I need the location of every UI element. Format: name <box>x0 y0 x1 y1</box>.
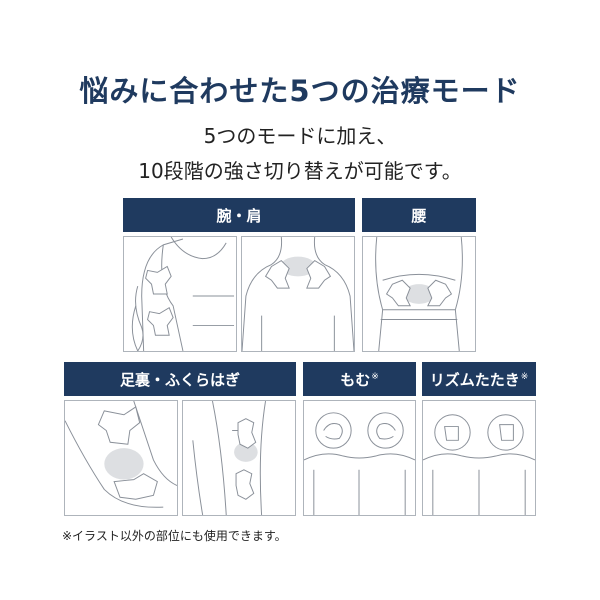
calf-illustration <box>192 401 267 515</box>
page-title: 悩みに合わせた5つの治療モード <box>79 74 521 108</box>
illustration-waist <box>362 236 476 352</box>
shoulder-illustration <box>242 237 354 351</box>
mode-header-momu: もむ※ <box>303 362 416 396</box>
mode-header-rhythm-tataki: リズムたたき※ <box>422 362 536 396</box>
mode-header-waist: 腰 <box>362 198 476 232</box>
footnote: ※イラスト以外の部位にも使用できます。 <box>62 529 287 543</box>
asterisk-mark: ※ <box>371 372 379 382</box>
asterisk-mark: ※ <box>520 372 529 382</box>
mode-label: もむ <box>340 370 371 389</box>
foot-illustration <box>65 401 177 508</box>
mode-header-arm-shoulder: 腕・肩 <box>123 198 355 232</box>
momu-illustration <box>304 412 415 515</box>
illustration-calf <box>182 400 296 516</box>
mode-label: 腰 <box>411 206 427 225</box>
subtitle-line-2: 10段階の強さ切り替えが可能です。 <box>138 159 462 183</box>
mode-header-foot-calf: 足裏・ふくらはぎ <box>64 362 296 396</box>
illustration-arm <box>123 236 237 352</box>
illustration-shoulder <box>241 236 355 352</box>
waist-illustration <box>375 237 463 351</box>
mode-label: リズムたたき <box>429 370 520 389</box>
subtitle-line-1: 5つのモードに加え、 <box>203 124 397 148</box>
illustration-foot <box>64 400 178 516</box>
arm-illustration <box>131 237 235 351</box>
mode-label: 腕・肩 <box>216 206 262 225</box>
illustration-tataki <box>422 400 536 516</box>
illustration-momu <box>303 400 416 516</box>
tataki-illustration <box>423 414 535 515</box>
mode-label: 足裏・ふくらはぎ <box>119 370 240 389</box>
